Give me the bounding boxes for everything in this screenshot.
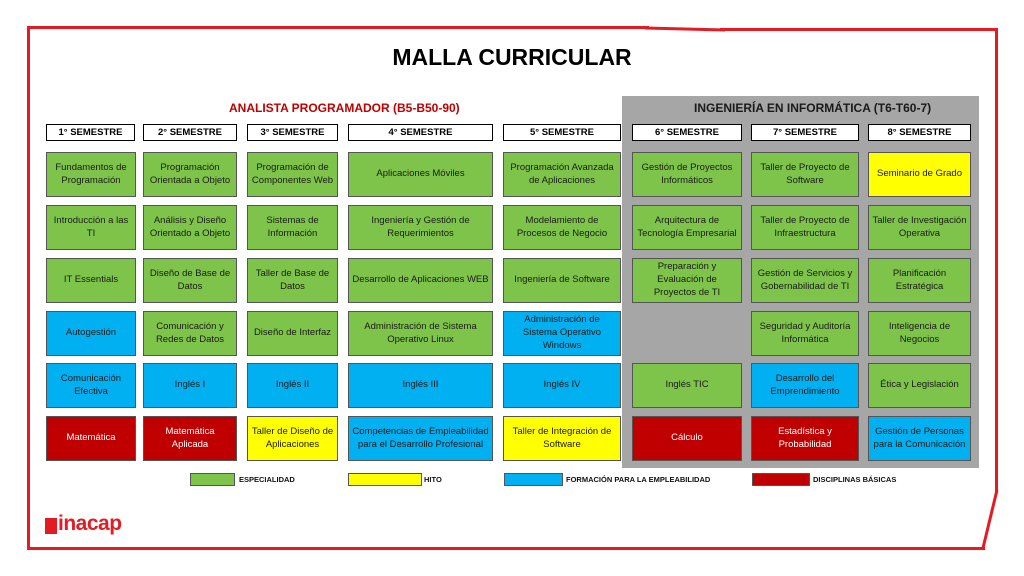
course-cell: Programación de Componentes Web	[247, 152, 338, 197]
semester-header-5: 5° SEMESTRE	[503, 124, 621, 141]
course-cell: Inglés IV	[503, 363, 621, 408]
course-cell: Programación Orientada a Objeto	[143, 152, 237, 197]
frame-top-right	[720, 28, 998, 31]
course-cell: Inglés I	[143, 363, 237, 408]
course-cell: Sistemas de Información	[247, 205, 338, 250]
course-cell: Planificación Estratégica	[868, 258, 971, 303]
course-cell: Matemática	[46, 416, 136, 461]
course-cell: Taller de Investigación Operativa	[868, 205, 971, 250]
course-cell: Competencias de Empleabilidad para el De…	[348, 416, 493, 461]
legend-swatch-especialidad	[190, 473, 235, 486]
semester-header-7: 7° SEMESTRE	[751, 124, 859, 141]
semester-header-6: 6° SEMESTRE	[632, 124, 742, 141]
frame-left	[27, 26, 30, 550]
legend-swatch-hito	[348, 473, 422, 486]
legend-swatch-disciplinas	[752, 473, 810, 486]
legend-label-especialidad: ESPECIALIDAD	[239, 475, 295, 484]
logo: inacap	[58, 512, 122, 535]
course-cell: Fundamentos de Programación	[46, 152, 136, 197]
legend-label-hito: HITO	[424, 475, 442, 484]
course-cell: Desarrollo de Aplicaciones WEB	[348, 258, 493, 303]
semester-header-4: 4° SEMESTRE	[348, 124, 493, 141]
course-cell: Preparación y Evaluación de Proyectos de…	[632, 258, 742, 303]
course-cell: Comunicación Efectiva	[46, 363, 136, 408]
course-cell: Matemática Aplicada	[143, 416, 237, 461]
course-cell: Taller de Integración de Software	[503, 416, 621, 461]
legend-label-disciplinas: DISCIPLINAS BÁSICAS	[813, 475, 897, 484]
frame-corner	[981, 489, 999, 549]
course-cell: Taller de Diseño de Aplicaciones	[247, 416, 338, 461]
course-cell: Administración de Sistema Operativo Linu…	[348, 311, 493, 356]
course-cell: Taller de Base de Datos	[247, 258, 338, 303]
frame-diagonal	[644, 26, 726, 32]
course-cell: Introducción a las TI	[46, 205, 136, 250]
course-cell: Programación Avanzada de Aplicaciones	[503, 152, 621, 197]
course-cell: Cálculo	[632, 416, 742, 461]
legend-swatch-formacion	[504, 473, 563, 486]
semester-header-3: 3° SEMESTRE	[247, 124, 338, 141]
course-cell: Autogestión	[46, 311, 136, 356]
course-cell: Ingeniería y Gestión de Requerimientos	[348, 205, 493, 250]
course-cell: Diseño de Base de Datos	[143, 258, 237, 303]
course-cell: Diseño de Interfaz	[247, 311, 338, 356]
frame-top-left	[27, 26, 649, 29]
legend-label-formacion: FORMACIÓN PARA LA EMPLEABILIDAD	[566, 475, 711, 484]
frame-bottom	[27, 547, 985, 550]
course-cell: Inglés TIC	[632, 363, 742, 408]
course-cell: Comunicación y Redes de Datos	[143, 311, 237, 356]
course-cell: Inglés II	[247, 363, 338, 408]
course-cell: Desarrollo del Emprendimiento	[751, 363, 859, 408]
course-cell: Estadística y Probabilidad	[751, 416, 859, 461]
course-cell: Ética y Legislación	[868, 363, 971, 408]
course-cell: Taller de Proyecto de Infraestructura	[751, 205, 859, 250]
semester-header-1: 1° SEMESTRE	[46, 124, 135, 141]
course-cell: Inteligencia de Negocios	[868, 311, 971, 356]
page-title: MALLA CURRICULAR	[392, 44, 632, 70]
course-cell: IT Essentials	[46, 258, 136, 303]
course-cell: Modelamiento de Procesos de Negocio	[503, 205, 621, 250]
semester-header-8: 8° SEMESTRE	[868, 124, 971, 141]
ingenieria-subtitle: INGENIERÍA EN INFORMÁTICA (T6-T60-7)	[694, 101, 932, 115]
course-cell: Aplicaciones Móviles	[348, 152, 493, 197]
course-cell: Taller de Proyecto de Software	[751, 152, 859, 197]
course-cell: Seguridad y Auditoría Informática	[751, 311, 859, 356]
course-cell: Análisis y Diseño Orientado a Objeto	[143, 205, 237, 250]
course-cell: Seminario de Grado	[868, 152, 971, 197]
logo-icon	[45, 518, 57, 534]
course-cell: Gestión de Proyectos Informáticos	[632, 152, 742, 197]
course-cell: Administración de Sistema Operativo Wind…	[503, 311, 621, 356]
course-cell: Gestión de Personas para la Comunicación	[868, 416, 971, 461]
course-cell: Arquitectura de Tecnología Empresarial	[632, 205, 742, 250]
frame-right	[995, 28, 998, 493]
course-cell: Inglés III	[348, 363, 493, 408]
analista-subtitle: ANALISTA PROGRAMADOR (B5-B50-90)	[229, 101, 460, 115]
course-cell: Ingeniería de Software	[503, 258, 621, 303]
course-cell: Gestión de Servicios y Gobernabilidad de…	[751, 258, 859, 303]
semester-header-2: 2° SEMESTRE	[143, 124, 237, 141]
